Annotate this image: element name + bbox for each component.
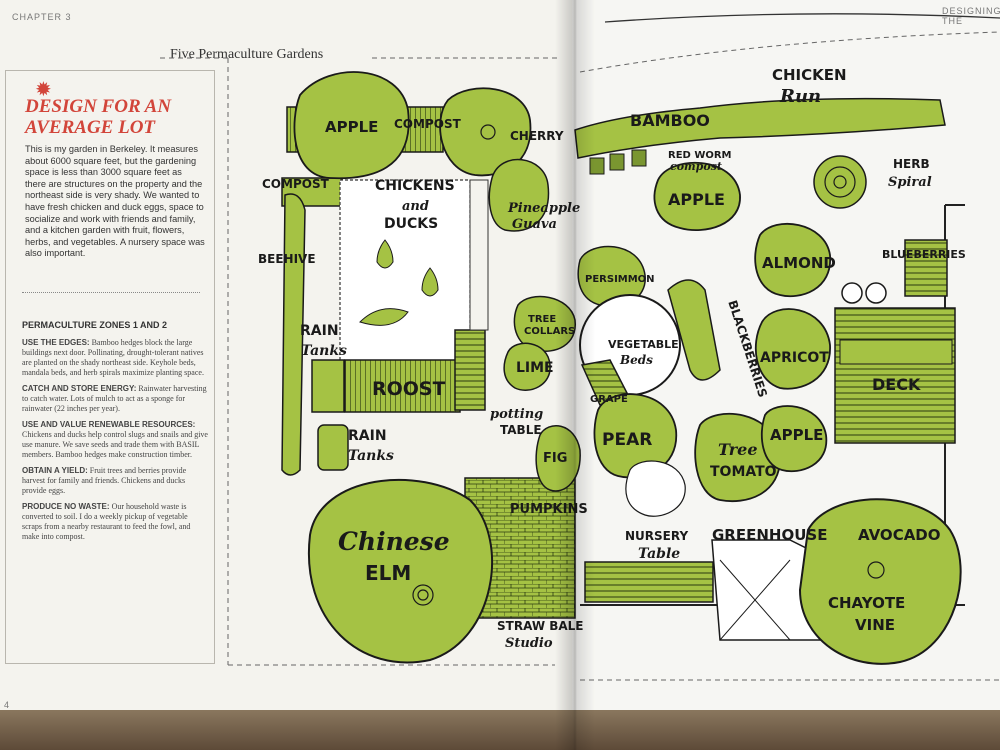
label-tree-tomato-2: TOMATO bbox=[710, 464, 777, 480]
label-potting: potting bbox=[490, 407, 543, 422]
label-avocado: AVOCADO bbox=[858, 526, 941, 544]
label-rain-1: RAIN bbox=[300, 323, 339, 339]
label-beds: Beds bbox=[619, 353, 653, 367]
label-guava: Guava bbox=[512, 217, 557, 232]
label-vine: VINE bbox=[855, 616, 895, 634]
label-and: and bbox=[402, 199, 429, 214]
label-lime: LIME bbox=[516, 360, 554, 376]
label-almond: ALMOND bbox=[762, 254, 836, 272]
label-compost-1: COMPOST bbox=[394, 117, 462, 131]
label-elm: ELM bbox=[365, 561, 411, 585]
label-tree-tomato-1: Tree bbox=[718, 440, 758, 459]
label-spiral: Spiral bbox=[888, 175, 932, 190]
label-nursery: NURSERY bbox=[625, 529, 688, 543]
label-tanks-1: Tanks bbox=[301, 343, 347, 359]
label-deck: DECK bbox=[872, 375, 921, 394]
label-herb: HERB bbox=[893, 157, 930, 171]
label-nursery-table: Table bbox=[638, 546, 680, 562]
label-chayote: CHAYOTE bbox=[828, 594, 905, 612]
label-compost-2: COMPOST bbox=[262, 177, 330, 191]
book-gutter bbox=[555, 0, 595, 750]
label-grape: GRAPE bbox=[590, 394, 628, 405]
label-bamboo: BAMBOO bbox=[630, 111, 710, 130]
label-ducks: DUCKS bbox=[384, 216, 438, 232]
apricot-tree bbox=[756, 309, 830, 389]
label-studio: Studio bbox=[505, 636, 553, 651]
label-apple-3: APPLE bbox=[770, 426, 823, 444]
rain-tank bbox=[318, 425, 348, 470]
label-apple-1: APPLE bbox=[325, 118, 378, 136]
right-header-rule bbox=[605, 14, 1000, 22]
label-blueberries: BLUEBERRIES bbox=[882, 248, 966, 261]
label-persimmon: PERSIMMON bbox=[585, 274, 655, 285]
nursery-table bbox=[585, 562, 713, 602]
label-chicken-run-2: Run bbox=[779, 86, 821, 107]
label-apricot: APRICOT bbox=[760, 350, 829, 366]
label-red-worm-2: compost bbox=[670, 160, 722, 173]
label-chickens: CHICKENS bbox=[375, 178, 455, 194]
label-table: TABLE bbox=[500, 423, 542, 437]
label-roost: ROOST bbox=[372, 378, 446, 400]
label-rain-2: RAIN bbox=[348, 428, 387, 444]
label-tanks-2: Tanks bbox=[348, 448, 394, 464]
label-vegetable: VEGETABLE bbox=[608, 338, 679, 351]
herb-spiral bbox=[814, 156, 866, 208]
label-pear: PEAR bbox=[602, 430, 652, 450]
label-chinese: Chinese bbox=[338, 527, 450, 556]
label-tree-collars-1: TREE bbox=[528, 314, 556, 325]
label-beehive: BEEHIVE bbox=[258, 252, 316, 266]
label-apple-2: APPLE bbox=[668, 190, 725, 209]
avocado-tree bbox=[800, 499, 961, 664]
label-chicken-run-1: CHICKEN bbox=[772, 66, 847, 84]
label-greenhouse: GREENHOUSE bbox=[712, 526, 827, 544]
